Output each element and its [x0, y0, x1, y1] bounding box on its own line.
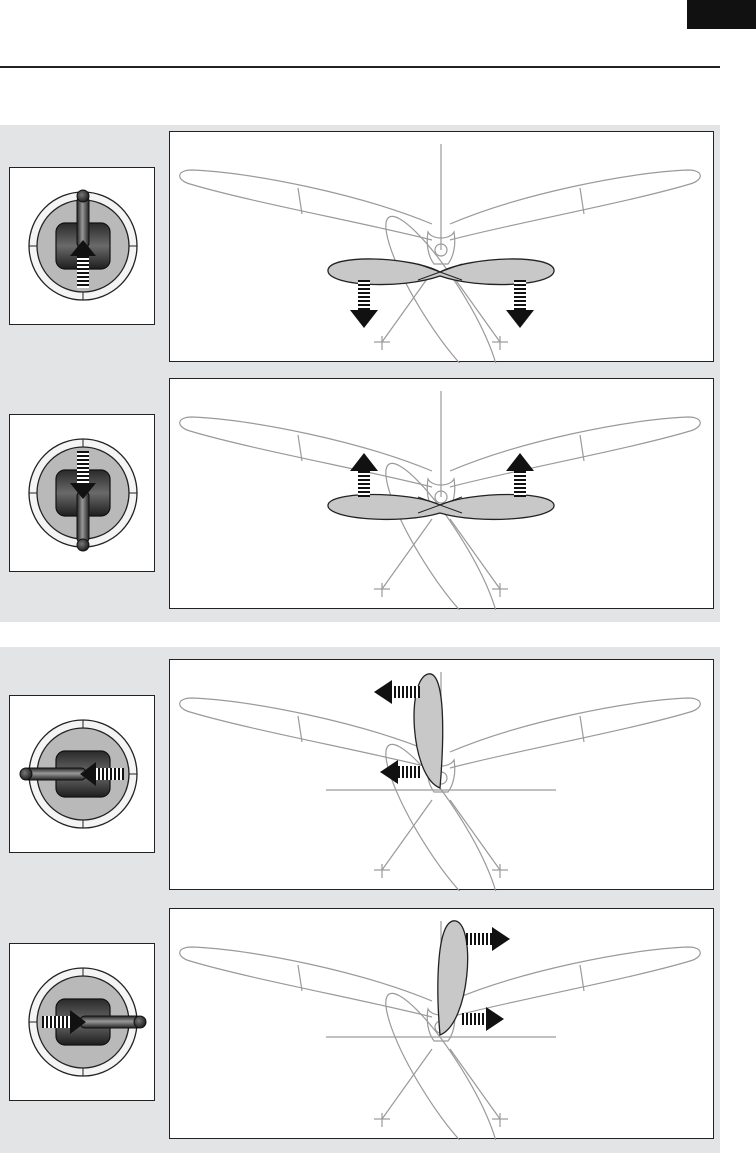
- arrow-left-icon: [374, 680, 420, 704]
- stick-diagram-left: [9, 695, 155, 853]
- arrow-up-icon: [506, 453, 534, 497]
- stick-lever: [80, 1016, 142, 1028]
- arrow-up-icon: [350, 453, 378, 497]
- arrow-right-icon: [462, 1007, 504, 1031]
- stick-knob: [20, 768, 32, 780]
- language-tab: [687, 0, 756, 29]
- stick-diagram-forward: [9, 167, 155, 325]
- stick-diagram-back: [9, 414, 155, 572]
- stick-knob: [134, 1016, 146, 1028]
- stick-knob: [77, 190, 89, 202]
- arrow-down-icon: [506, 280, 534, 328]
- elevator-section: [0, 125, 720, 622]
- model-diagram-elevator-up: [169, 378, 714, 609]
- model-diagram-elevator-down: [169, 131, 714, 362]
- rudder-section: [0, 647, 720, 1153]
- elevator-surface: [328, 495, 554, 520]
- model-diagram-rudder-right: [169, 908, 714, 1139]
- header-rule: [0, 66, 720, 68]
- model-diagram-rudder-left: [169, 659, 714, 890]
- arrow-right-icon: [466, 927, 510, 951]
- stick-lever: [24, 768, 86, 780]
- stick-diagram-right: [9, 943, 155, 1101]
- stick-knob: [77, 539, 89, 551]
- arrow-down-icon: [350, 280, 378, 328]
